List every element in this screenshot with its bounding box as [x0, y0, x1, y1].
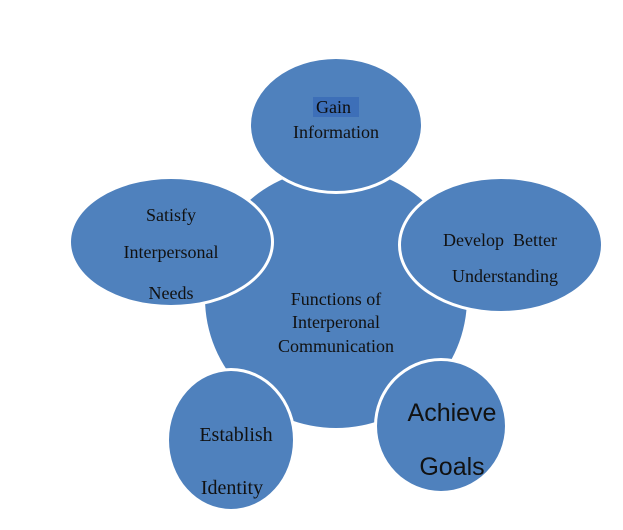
develop-better-understanding-node [398, 176, 604, 314]
establish-identity-node [166, 368, 296, 512]
center-label-line-3: Communication [278, 336, 394, 356]
center-label-line-1: Functions of [290, 289, 382, 309]
satisfy-label-line-3: Needs [148, 283, 194, 303]
achieve-label-line-2: Goals [419, 453, 485, 481]
achieve-goals-node [374, 358, 508, 494]
gain-label-line-2: Information [293, 122, 379, 142]
establish-label-line-2: Identity [200, 477, 264, 499]
establish-label-line-1: Establish [199, 424, 273, 446]
satisfy-label-line-2: Interpersonal [123, 242, 219, 262]
gain-information-node [248, 56, 424, 194]
gain-label-line-1: Gain [313, 97, 359, 117]
satisfy-label-line-1: Satisfy [145, 205, 196, 225]
develop-label-line-1: Develop Better [443, 230, 557, 250]
develop-label-line-2: Understanding [452, 266, 558, 286]
satisfy-interpersonal-needs-node [68, 176, 274, 308]
center-label-line-2: Interperonal [292, 312, 380, 332]
achieve-label-line-1: Achieve [407, 399, 497, 427]
gain-label-line-1-wrap: Gain [248, 97, 424, 117]
